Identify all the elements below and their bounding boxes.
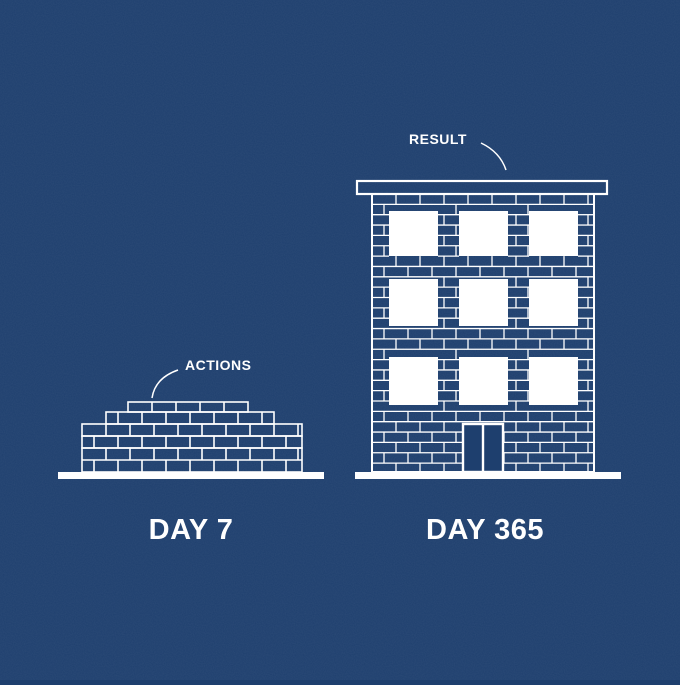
window [529, 357, 578, 405]
pile-row-outline [127, 401, 249, 413]
brick-pile [81, 401, 303, 473]
ground-line-left [58, 472, 324, 479]
window [389, 279, 438, 326]
ground-line-right [355, 472, 621, 479]
day-365-label: DAY 365 [426, 514, 544, 546]
window [459, 211, 508, 256]
result-pointer-line [480, 142, 507, 171]
window [459, 279, 508, 326]
actions-label: ACTIONS [185, 357, 252, 373]
result-label: RESULT [409, 131, 467, 147]
window [529, 279, 578, 326]
day-7-label: DAY 7 [148, 514, 234, 546]
window [389, 211, 438, 256]
pile-bricks [81, 401, 303, 473]
actions-pointer-line [151, 369, 179, 399]
window [389, 357, 438, 405]
window [459, 357, 508, 405]
window [529, 211, 578, 256]
door [461, 422, 505, 474]
